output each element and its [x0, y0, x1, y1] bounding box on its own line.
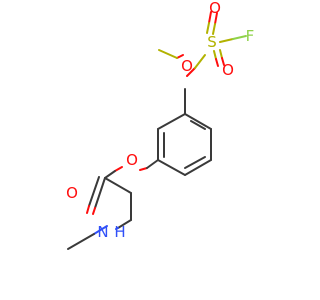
bond-s-o-bottom-red-2 [221, 57, 225, 66]
bond-ether-ch2-red [114, 166, 123, 172]
bond-s-f-yellow [219, 38, 234, 43]
bond-s-o-top-yellow-2 [206, 22, 210, 34]
bond-ring-ether-red [139, 167, 148, 171]
bond-n-ch3-blue [115, 227, 119, 230]
bond-o-s-link-yellow [194, 54, 206, 69]
atom-o-top: O [181, 57, 193, 75]
molecule-diagram: O S F O O O O N H [66, 0, 255, 250]
bond-s-o-left-tail [158, 49, 178, 59]
atom-o-right: O [222, 61, 234, 79]
bond-s-f-green [232, 35, 247, 40]
bond-o-s-left [176, 54, 184, 59]
bond-s-o-top-yellow [212, 23, 216, 35]
bond-ring-2 [184, 113, 212, 130]
bond-ring-inner-2 [184, 156, 206, 169]
bond-s-o-bottom-red [215, 58, 219, 67]
bond-ring-inner-1 [190, 120, 206, 130]
bond-n-ch3-black [117, 219, 132, 229]
atom-s: S [207, 33, 217, 51]
bond-ch2-c [104, 177, 132, 194]
atom-o-ether: O [126, 151, 138, 169]
bond-n-methyl [67, 233, 95, 250]
bond-ring-7 [157, 113, 186, 130]
bond-c-o-carbonyl-red-2 [86, 205, 90, 214]
bond-n-methyl-blue [93, 225, 108, 235]
bond-s-o-top-red-2 [208, 11, 212, 24]
bond-ether-ch2 [104, 170, 116, 179]
atom-o-ring-top: O [209, 0, 221, 17]
atom-o-carbonyl: O [66, 184, 78, 202]
atom-f: F [246, 27, 255, 45]
bond-s-o-bottom-yellow-2 [219, 49, 223, 59]
atom-h: H [114, 223, 125, 241]
bond-ring-ether [146, 159, 159, 169]
bond-ring-5 [157, 159, 186, 176]
atom-n: N [97, 223, 108, 241]
bond-c-o-carbonyl-red-1 [92, 207, 96, 215]
bond-o-s-link-red [186, 67, 196, 77]
bond-c-o-carbonyl-2 [88, 176, 100, 207]
bond-s-o-bottom-yellow [213, 50, 217, 60]
bond-ring-4 [184, 159, 212, 176]
molecule-structure: O S F O O O O N H [66, 0, 255, 250]
bond-s-o-top-red [214, 12, 218, 25]
bond-c-o-carbonyl-1 [94, 177, 106, 209]
